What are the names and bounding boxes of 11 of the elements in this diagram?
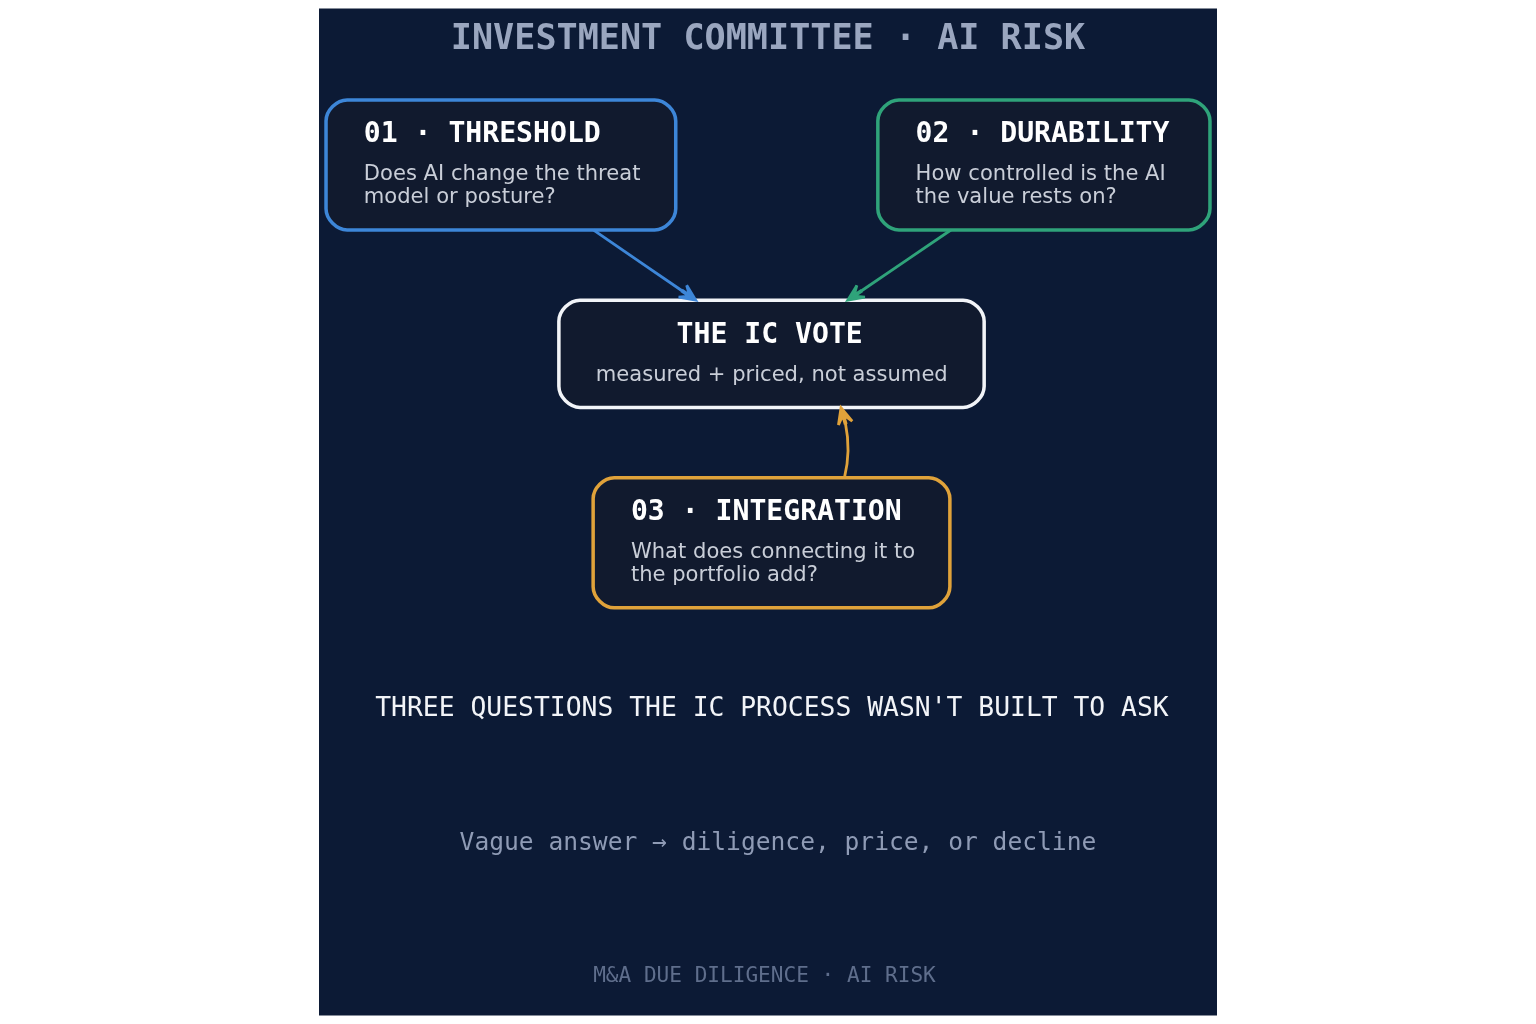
label: Vague answer → diligence, price, or decline xyxy=(459,826,1097,856)
node-box: THE IC VOTE measured + priced, not assumed xyxy=(557,298,986,410)
node-box: 03 · INTEGRATION What does connecting it to the portfolio add? xyxy=(591,475,952,610)
diagram-title: INVESTMENT COMMITTEE · AI RISK xyxy=(450,15,1086,57)
arrow xyxy=(592,228,698,302)
node-box: 02 · DURABILITY How controlled is the AI the value rests on? xyxy=(876,98,1212,232)
label: M&A DUE DILIGENCE · AI RISK xyxy=(593,962,936,988)
node-box: 01 · THRESHOLD Does AI change the threat model or posture? xyxy=(324,98,678,232)
label: THREE QUESTIONS THE IC PROCESS WASN'T BUILT TO ASK xyxy=(375,691,1169,722)
arrow xyxy=(846,228,952,302)
arrow xyxy=(837,406,854,478)
